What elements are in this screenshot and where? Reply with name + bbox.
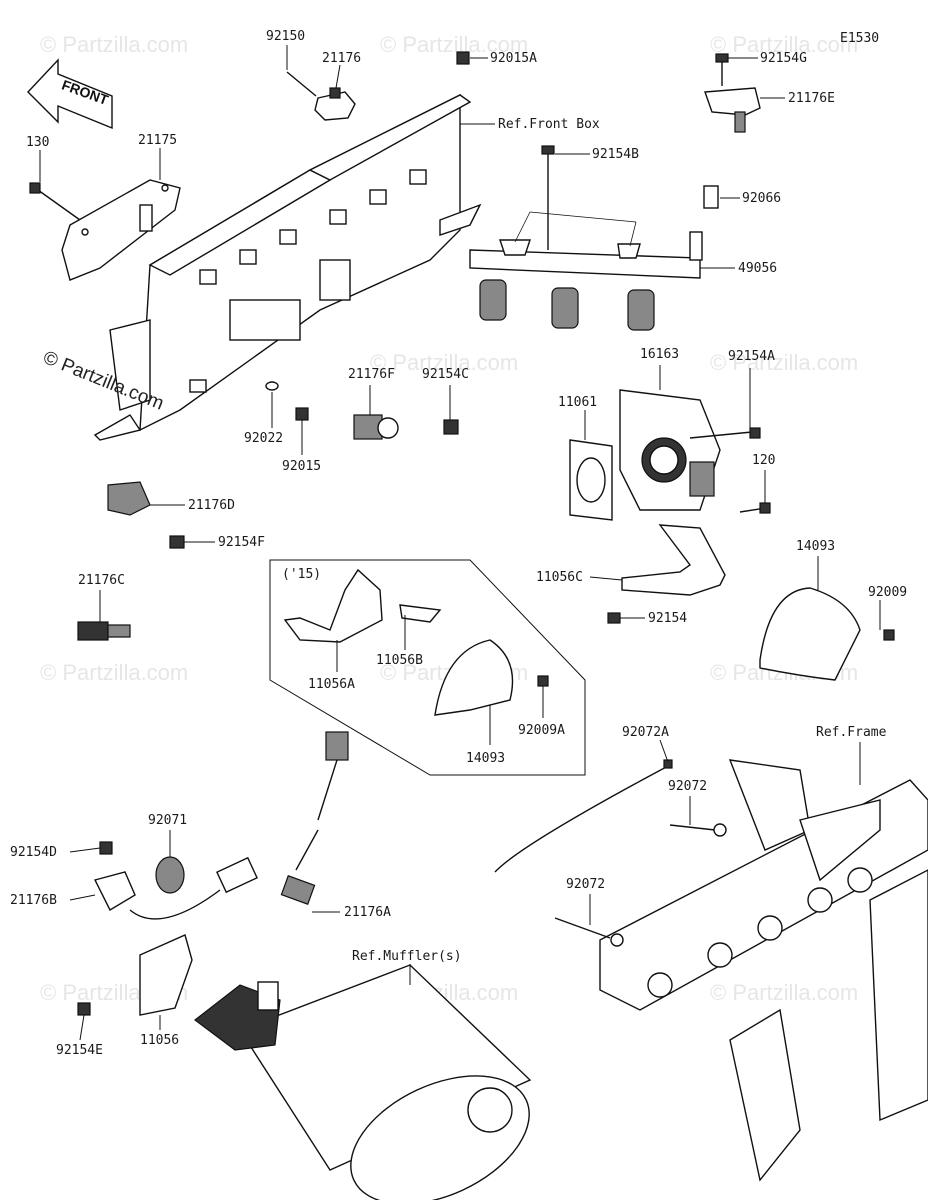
- label-92154f: 92154F: [218, 535, 265, 550]
- bracket-11056: [139, 934, 193, 1016]
- label-92015a: 92015A: [490, 51, 537, 66]
- label-92066: 92066: [742, 191, 781, 206]
- label-11056a: 11056A: [308, 677, 355, 692]
- label-92072-upper: 92072: [668, 779, 707, 794]
- label-16163: 16163: [640, 347, 679, 362]
- ecu-21175: [61, 179, 181, 281]
- label-21176d: 21176D: [188, 498, 235, 513]
- injectors: [479, 279, 655, 331]
- label-21176f: 21176F: [348, 367, 395, 382]
- bolt-92154a: [689, 427, 761, 439]
- label-49056: 49056: [738, 261, 777, 276]
- part-labels: 92150 21176 92015A Ref.Front Box 130 211…: [10, 29, 907, 1058]
- bolt-120: [739, 502, 771, 514]
- label-120: 120: [752, 453, 775, 468]
- label-92071: 92071: [148, 813, 187, 828]
- watermark-text: © Partzilla.com: [710, 32, 858, 57]
- label-11056c: 11056C: [536, 570, 583, 585]
- label-21176e: 21176E: [788, 91, 835, 106]
- leader-lines: [39, 45, 881, 1041]
- label-ref-front-box: Ref.Front Box: [498, 117, 600, 132]
- throttle-body-16163: [619, 389, 721, 511]
- label-130: 130: [26, 135, 49, 150]
- sensor-21176c: [77, 621, 131, 641]
- label-92009: 92009: [868, 585, 907, 600]
- washer-92022: [265, 381, 279, 391]
- label-ref-mufflers: Ref.Muffler(s): [352, 949, 462, 964]
- sensor-21176: [286, 71, 356, 121]
- grommet-92071: [155, 856, 185, 894]
- sensor-21176f: [353, 414, 399, 440]
- front-arrow: FRONT: [27, 58, 113, 130]
- gasket-11061: [569, 439, 613, 521]
- label-92154a: 92154A: [728, 349, 775, 364]
- cover-14093: [759, 587, 861, 681]
- sensor-21176b: [93, 856, 258, 920]
- watermark-text: © Partzilla.com: [370, 350, 518, 375]
- nut-92015a: [456, 51, 470, 65]
- watermark-text: © Partzilla.com: [40, 32, 188, 57]
- nut-92015: [295, 407, 309, 421]
- bolt-92154d: [99, 841, 113, 855]
- label-21176c: 21176C: [78, 573, 125, 588]
- label-14093-main: 14093: [796, 539, 835, 554]
- label-14093-inset: 14093: [466, 751, 505, 766]
- cable-ties: [494, 759, 727, 947]
- bolt-92154f: [169, 535, 185, 549]
- sensor-21176e: [704, 53, 761, 133]
- inset-2015: ('15): [269, 559, 586, 776]
- bolt-130: [29, 182, 81, 221]
- watermark-text: © Partzilla.com: [710, 980, 858, 1005]
- label-92150: 92150: [266, 29, 305, 44]
- frame: [599, 759, 928, 1182]
- o2-sensor-21176a: [280, 731, 349, 905]
- muffler: [194, 964, 532, 1200]
- label-92154d: 92154D: [10, 845, 57, 860]
- label-92009a: 92009A: [518, 723, 565, 738]
- watermark-text: © Partzilla.com: [710, 350, 858, 375]
- label-92154g: 92154G: [760, 51, 807, 66]
- label-11056: 11056: [140, 1033, 179, 1048]
- label-92154b: 92154B: [592, 147, 639, 162]
- label-92154e: 92154E: [56, 1043, 103, 1058]
- label-92072a: 92072A: [622, 725, 669, 740]
- inset-label: ('15): [282, 567, 321, 582]
- label-21176: 21176: [322, 51, 361, 66]
- label-92072-lower: 92072: [566, 877, 605, 892]
- sensor-21176d: [107, 481, 151, 516]
- bolt-92154: [607, 612, 621, 624]
- bolt-92154e: [77, 1002, 91, 1016]
- label-21176a: 21176A: [344, 905, 391, 920]
- diagram-code: E1530: [840, 31, 879, 46]
- watermark-text: © Partzilla.com: [40, 660, 188, 685]
- label-92154: 92154: [648, 611, 687, 626]
- label-92015: 92015: [282, 459, 321, 474]
- watermark-text: © Partzilla.com: [380, 32, 528, 57]
- bolt-92154c: [443, 419, 459, 435]
- front-box: [93, 93, 482, 441]
- bracket-11056c: [621, 524, 726, 596]
- label-92154c: 92154C: [422, 367, 469, 382]
- bolt-92009: [883, 629, 895, 641]
- label-92022: 92022: [244, 431, 283, 446]
- label-21176b: 21176B: [10, 893, 57, 908]
- fuel-rail-49056: [469, 145, 719, 279]
- label-11056b: 11056B: [376, 653, 423, 668]
- label-ref-frame: Ref.Frame: [816, 725, 887, 740]
- label-21175: 21175: [138, 133, 177, 148]
- label-11061: 11061: [558, 395, 597, 410]
